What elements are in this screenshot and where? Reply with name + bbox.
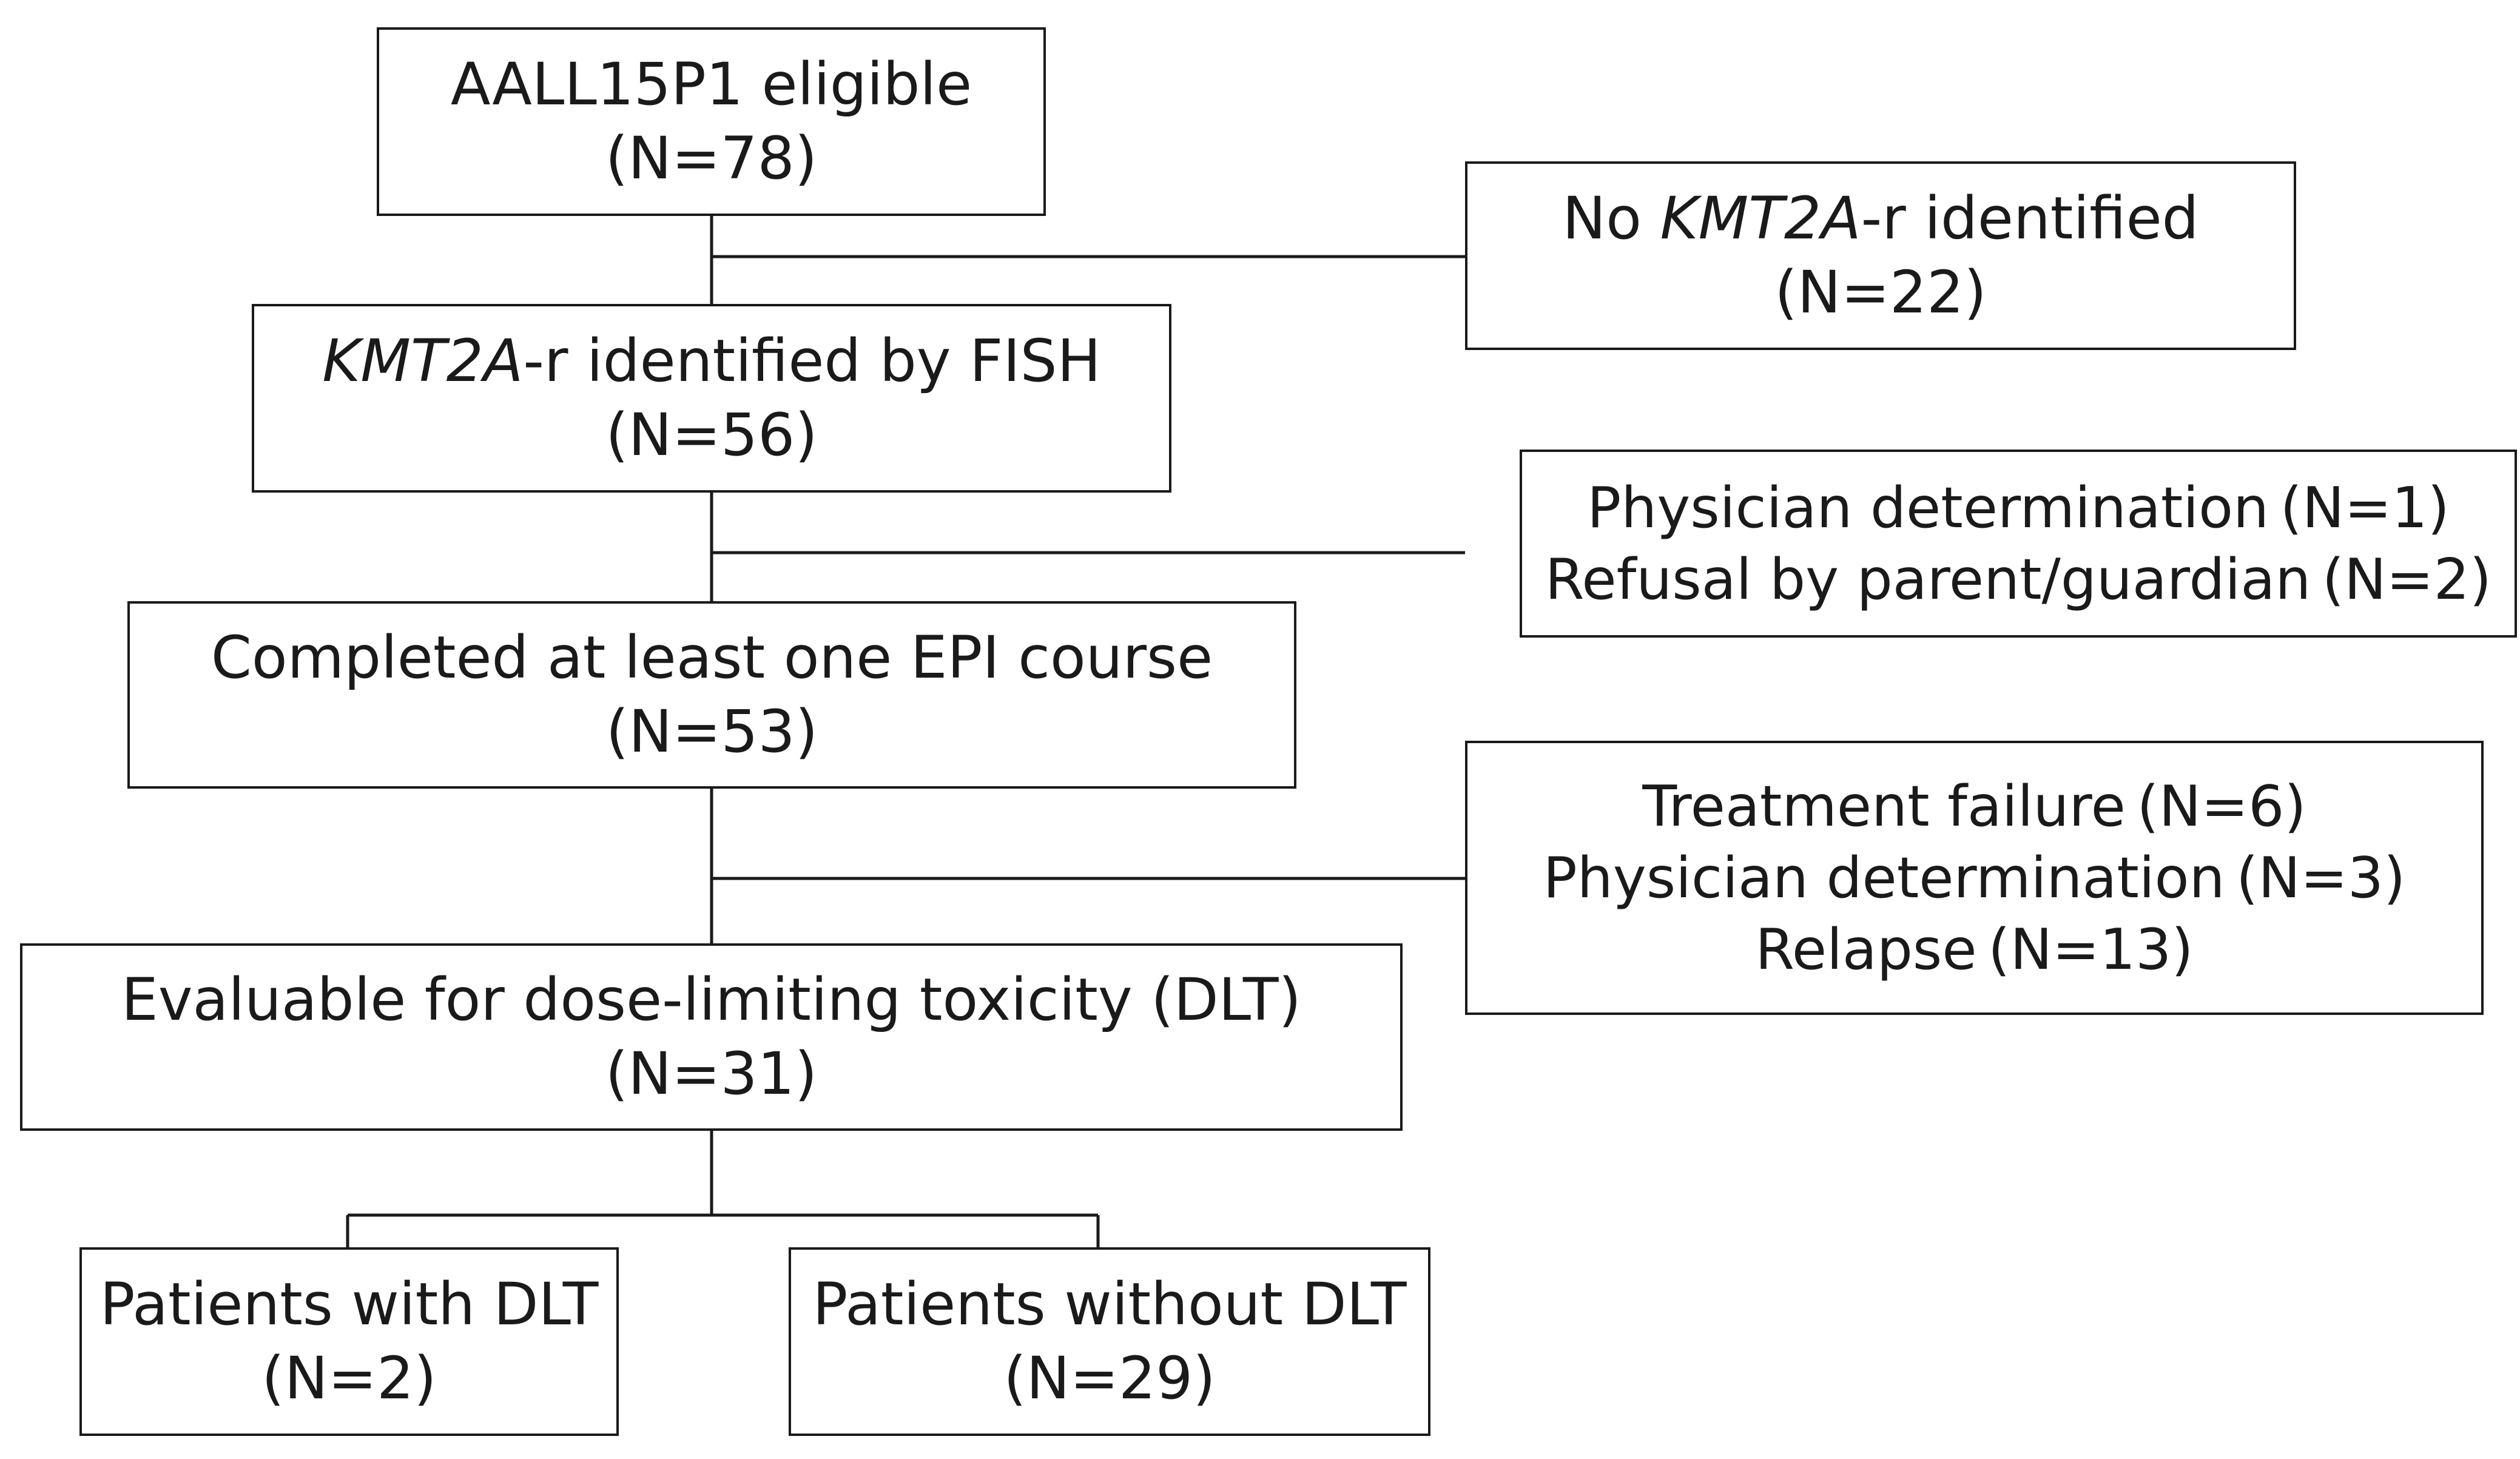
exclusion-box-2: Treatment failure (N=6) Physician determ…: [1465, 741, 2484, 1015]
eligible-count: (N=78): [605, 124, 818, 192]
with-dlt-count: (N=2): [261, 1344, 437, 1412]
exclusion2-relapse: Relapse (N=13): [1755, 917, 2194, 983]
without-dlt-box: Patients without DLT (N=29): [789, 1247, 1430, 1436]
epi-course-count: (N=53): [605, 697, 818, 766]
with-dlt-box: Patients with DLT (N=2): [79, 1247, 619, 1436]
no-kmt2a-box: No KMT2A-r identified (N=22): [1465, 161, 2296, 350]
no-kmt2a-count: (N=22): [1774, 258, 1987, 326]
kmt2a-fish-label: KMT2A-r identified by FISH: [322, 326, 1101, 395]
exclusion2-physician: Physician determination (N=3): [1543, 844, 2406, 911]
epi-course-box: Completed at least one EPI course (N=53): [127, 601, 1296, 789]
exclusion2-treatment-failure: Treatment failure (N=6): [1642, 773, 2306, 839]
dlt-evaluable-box: Evaluable for dose-limiting toxicity (DL…: [20, 943, 1403, 1131]
epi-course-label: Completed at least one EPI course: [211, 623, 1213, 692]
with-dlt-label: Patients with DLT: [99, 1270, 599, 1338]
dlt-evaluable-count: (N=31): [605, 1039, 818, 1108]
exclusion1-physician: Physician determination (N=1): [1587, 474, 2450, 541]
exclusion-box-1: Physician determination (N=1) Refusal by…: [1520, 450, 2517, 638]
no-kmt2a-label: No KMT2A-r identified: [1562, 184, 2199, 252]
exclusion1-refusal: Refusal by parent/guardian (N=2): [1545, 547, 2492, 612]
eligible-label: AALL15P1 eligible: [450, 50, 972, 118]
without-dlt-label: Patients without DLT: [812, 1270, 1407, 1338]
kmt2a-fish-box: KMT2A-r identified by FISH (N=56): [252, 304, 1171, 493]
kmt2a-fish-count: (N=56): [605, 400, 818, 469]
without-dlt-count: (N=29): [1003, 1344, 1216, 1412]
dlt-evaluable-label: Evaluable for dose-limiting toxicity (DL…: [121, 965, 1301, 1034]
eligible-box: AALL15P1 eligible (N=78): [377, 27, 1046, 216]
